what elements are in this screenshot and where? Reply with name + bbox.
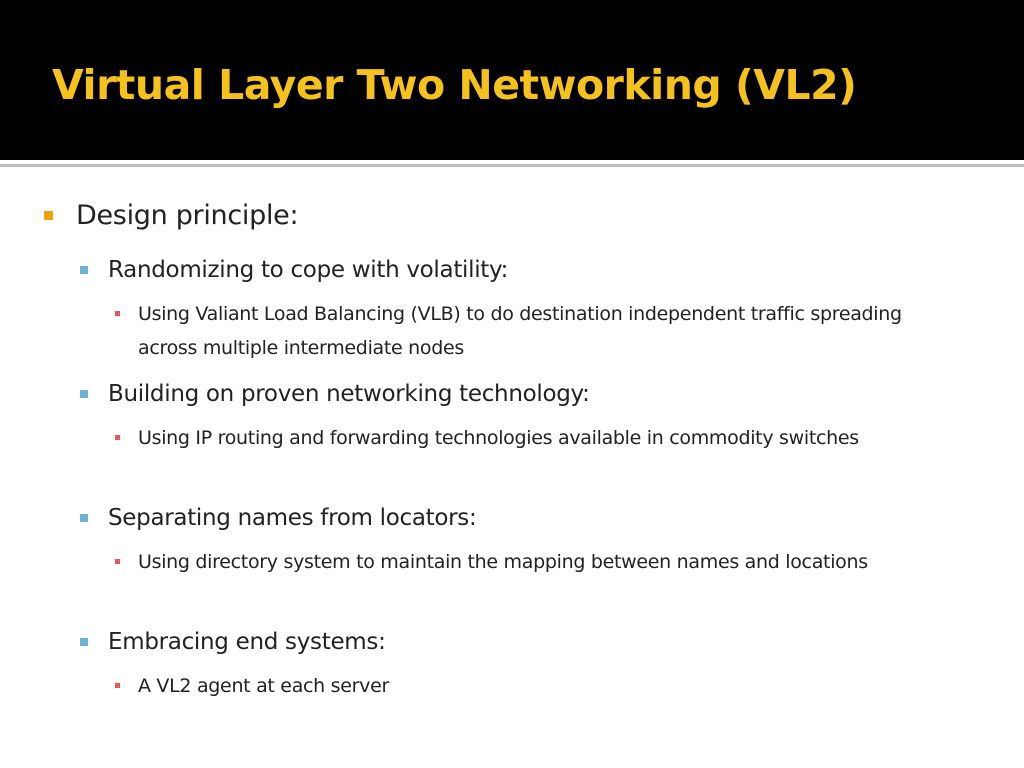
level3-bullet-marker — [115, 559, 120, 564]
bullet-proven-technology: Building on proven networking technology… — [108, 381, 590, 407]
bullet-vlb: Using Valiant Load Balancing (VLB) to do… — [138, 303, 902, 359]
level3-bullet-marker — [115, 683, 120, 688]
bullet-embracing-end-systems: Embracing end systems: — [108, 629, 386, 655]
title-divider — [0, 164, 1024, 167]
bullet-randomizing: Randomizing to cope with volatility: — [108, 257, 509, 283]
bullet-ip-routing: Using IP routing and forwarding technolo… — [138, 427, 859, 449]
level1-bullet-marker — [44, 211, 53, 220]
bullet-vl2-agent: A VL2 agent at each server — [138, 675, 390, 697]
level2-bullet-marker — [80, 390, 88, 398]
bullet-separating-names: Separating names from locators: — [108, 505, 477, 531]
slide-title: Virtual Layer Two Networking (VL2) — [52, 61, 857, 109]
title-bar: Virtual Layer Two Networking (VL2) — [0, 0, 1024, 160]
level2-bullet-marker — [80, 266, 88, 274]
level3-bullet-marker — [115, 435, 120, 440]
level2-bullet-marker — [80, 638, 88, 646]
level3-bullet-marker — [115, 311, 120, 316]
bullet-directory-system: Using directory system to maintain the m… — [138, 551, 868, 573]
bullet-design-principle: Design principle: — [76, 200, 299, 231]
level2-bullet-marker — [80, 514, 88, 522]
